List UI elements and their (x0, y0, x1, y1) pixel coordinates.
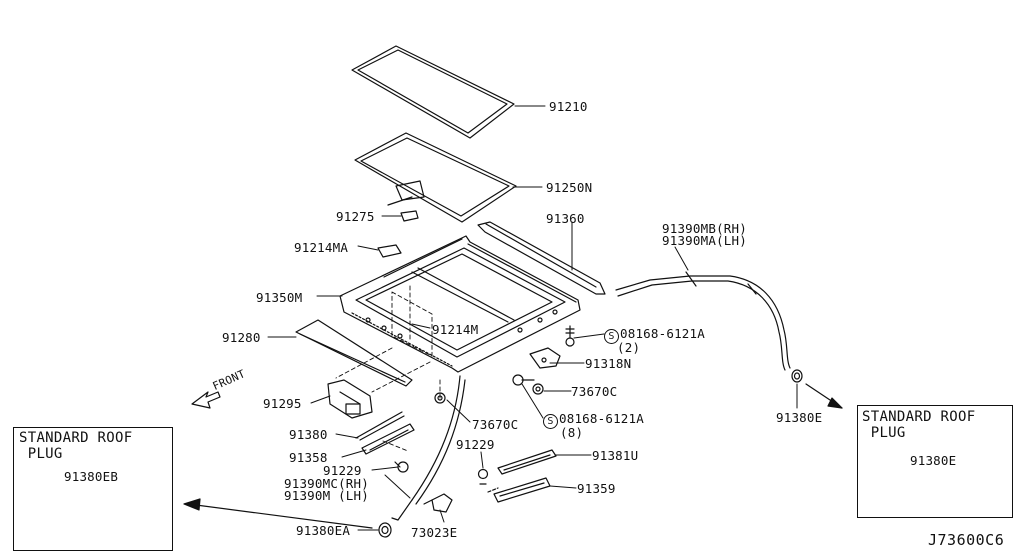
clip-part (423, 493, 453, 513)
handle-clip-part (400, 210, 419, 222)
part-label-91390m: 91390M (LH) (284, 488, 369, 503)
grommet-part-right (477, 468, 489, 485)
standard-roof-plug-box-left: STANDARD ROOF PLUG 91380EB (13, 427, 173, 551)
nut-part-upper (532, 383, 544, 395)
part-label-91380ea: 91380EA (296, 523, 351, 538)
part-label-91358: 91358 (289, 450, 328, 465)
arrow-to-left-box-icon (183, 498, 373, 529)
bolt-qty-upper: (2) (617, 340, 641, 355)
drain-strip-part-right (497, 449, 557, 475)
plate-part (377, 244, 402, 258)
rail-part (361, 423, 415, 455)
part-label-91280: 91280 (222, 330, 261, 345)
part-label-73670c-upper: 73670C (571, 384, 618, 399)
nut-part-lower (434, 392, 446, 404)
bolt-symbol-icon: S (604, 329, 619, 344)
bolt-part-upper (565, 325, 575, 347)
part-label-91275: 91275 (336, 209, 375, 224)
part-label-91390mb: 91390MB(RH) (662, 221, 747, 236)
part-label-91390mc: 91390MC(RH) (284, 476, 369, 491)
drain-strip-part (355, 411, 405, 441)
sunroof-frame-part (339, 235, 581, 373)
part-label-91295: 91295 (263, 396, 302, 411)
part-label-91380e: 91380E (776, 410, 823, 425)
rear-drain-plug-part (791, 369, 803, 383)
wind-deflector-part (477, 221, 606, 295)
sunshade-part (354, 132, 517, 223)
part-label-91390ma: 91390MA(LH) (662, 233, 747, 248)
bolt-part-number-upper: 08168-6121A (620, 326, 705, 341)
bracket-part (529, 347, 561, 369)
part-label-91360: 91360 (546, 211, 585, 226)
standard-roof-plug-box-right: STANDARD ROOF PLUG 91380E (857, 405, 1013, 518)
part-label-91214ma: 91214MA (294, 240, 349, 255)
bolt-qty-lower: (8) (560, 425, 584, 440)
part-label-91381u: 91381U (592, 448, 639, 463)
part-label-73670c-lower: 73670C (472, 417, 519, 432)
drain-hose-part (391, 375, 466, 521)
part-label-91318n: 91318N (585, 356, 632, 371)
reference-lines (335, 285, 441, 452)
box-title-left: STANDARD ROOF PLUG (19, 430, 133, 462)
diagram-reference-code: J73600C6 (928, 531, 1005, 549)
glass-panel-part (351, 45, 515, 139)
motor-part (327, 379, 373, 419)
part-label-91359: 91359 (577, 481, 616, 496)
bolt-part-number-lower: 08168-6121A (559, 411, 644, 426)
rail-part-right (487, 477, 551, 503)
leader-lines (267, 105, 798, 531)
part-label-91380e-box: 91380E (910, 453, 957, 468)
arrow-to-right-box-icon (805, 383, 843, 409)
bolt-part-lower (512, 374, 535, 386)
drain-plug-part (378, 522, 392, 538)
part-label-91214m: 91214M (432, 322, 479, 337)
front-arrow-icon (191, 391, 221, 409)
part-label-91229-right: 91229 (456, 437, 495, 452)
part-label-91380eb: 91380EB (64, 469, 119, 484)
part-label-91210: 91210 (549, 99, 588, 114)
part-label-91229-left: 91229 (323, 463, 362, 478)
bolt-symbol-icon: S (543, 414, 558, 429)
part-label-91250n: 91250N (546, 180, 593, 195)
part-label-73023e: 73023E (411, 525, 458, 540)
front-trim-part (295, 319, 413, 387)
rear-drain-hose-part (615, 271, 791, 371)
part-label-91380: 91380 (289, 427, 328, 442)
box-title-right: STANDARD ROOF PLUG (862, 409, 976, 441)
part-label-91350m: 91350M (256, 290, 303, 305)
